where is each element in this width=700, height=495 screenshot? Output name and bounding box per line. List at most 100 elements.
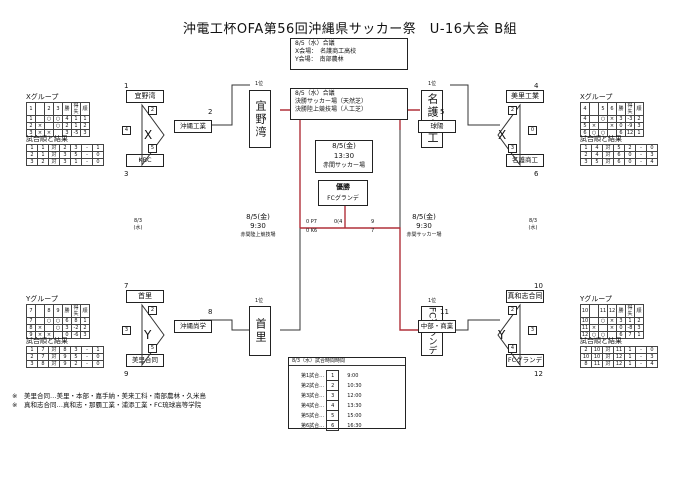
- standings-cell: 4: [580, 102, 590, 116]
- score-box: 2: [148, 306, 157, 315]
- score-box: 4: [508, 344, 517, 353]
- standings-cell: ×: [35, 122, 45, 130]
- schedule-row: 第5試合… 5 15:00: [299, 410, 364, 421]
- rest-date-right: 8/3 (水): [528, 218, 538, 231]
- semifinal-left-date: 8/5(金): [246, 213, 270, 221]
- standings-cell: 2: [634, 115, 644, 123]
- standings-cell: 3: [53, 102, 63, 116]
- team-box: 真和志合同: [506, 290, 544, 303]
- result-cell: 10: [580, 353, 592, 361]
- result-cell: 3: [70, 346, 82, 354]
- schedule-time: 13:30: [347, 402, 362, 409]
- result-cell: -: [635, 346, 647, 354]
- team-box: 名護商工: [506, 154, 544, 167]
- schedule-number: 2: [326, 380, 340, 391]
- standings-cell: -2: [71, 324, 81, 332]
- standings-cell: [589, 317, 599, 325]
- schedule-number: 3: [326, 390, 340, 401]
- result-cell: 5: [613, 144, 625, 152]
- standings-cell: ×: [607, 115, 617, 123]
- group-label: Yグループ: [580, 295, 612, 303]
- standings-cell: 8: [26, 324, 36, 332]
- result-cell: -: [635, 360, 647, 368]
- result-cell: 2: [624, 144, 636, 152]
- rest-date-left: 8/3 (水): [133, 218, 143, 231]
- result-cell: 1: [37, 144, 49, 152]
- schedule-time: 15:00: [347, 412, 362, 419]
- group-letter: X: [144, 128, 153, 142]
- result-cell: 2: [26, 151, 38, 159]
- standings-cell: 1: [26, 102, 36, 116]
- standings-cell: 1: [26, 115, 36, 123]
- score-box: 3: [528, 326, 537, 335]
- team-number: 10: [534, 282, 543, 290]
- semifinal-right-time: 9:30: [416, 222, 432, 230]
- score-box: 4: [122, 126, 131, 135]
- finalist-top-left: 宜野湾: [249, 90, 271, 148]
- team-box: 美里工業: [506, 90, 544, 103]
- result-cell: 4: [591, 144, 603, 152]
- standings-cell: 2: [62, 122, 72, 130]
- standings-cell: 8: [71, 317, 81, 325]
- schedule-number: 1: [326, 370, 340, 381]
- group-letter: Y: [144, 328, 152, 342]
- result-cell: -: [635, 144, 647, 152]
- standings-cell: ○: [598, 317, 608, 325]
- result-cell: 11: [591, 360, 603, 368]
- semifinal-right-date: 8/5(金): [412, 213, 436, 221]
- result-cell: -: [81, 144, 93, 152]
- schedule-row: 第4試合… 4 13:30: [299, 400, 364, 411]
- standings-cell: ×: [607, 324, 617, 332]
- result-cell: 4: [646, 158, 658, 166]
- result-cell: 2: [580, 151, 592, 159]
- page-title: 沖電工杯OFA第56回沖縄県サッカー祭 U-16大会 B組: [182, 22, 518, 37]
- schedule-row: 第2試合… 2 10:30: [299, 380, 364, 391]
- standings-cell: 3: [80, 129, 90, 137]
- result-cell: -: [81, 346, 93, 354]
- result-cell: 10: [591, 346, 603, 354]
- standings-cell: [35, 304, 45, 318]
- result-cell: 1: [26, 346, 38, 354]
- standings-cell: [598, 324, 608, 332]
- standings-cell: 勝: [616, 102, 626, 116]
- result-cell: 対: [602, 346, 614, 354]
- final-date: 8/5(金): [332, 142, 356, 150]
- group-label: Xグループ: [580, 93, 613, 101]
- standings-cell: 12: [607, 304, 617, 318]
- team-number: 5: [440, 108, 445, 116]
- standings-cell: 6: [607, 102, 617, 116]
- result-cell: 2: [580, 346, 592, 354]
- standings-cell: ○: [53, 317, 63, 325]
- standings-cell: 0: [616, 324, 626, 332]
- standings-cell: 得失: [625, 102, 635, 116]
- result-cell: 11: [613, 346, 625, 354]
- standings-cell: 得失: [71, 304, 81, 318]
- result-cell: 0: [92, 158, 104, 166]
- group-letter: X: [498, 128, 507, 142]
- venue-info-row: X会場： 名護商工高校: [295, 48, 357, 55]
- standings-cell: 順: [634, 304, 644, 318]
- score-box: 0: [528, 126, 537, 135]
- result-cell: 0: [646, 144, 658, 152]
- final-time: 13:30: [333, 152, 355, 160]
- result-cell: 9: [59, 353, 71, 361]
- final-score-left: 0 P7: [306, 219, 317, 225]
- schedule-label: 第6試合…: [301, 423, 325, 429]
- score-box: 2: [508, 306, 517, 315]
- result-cell: 対: [48, 151, 60, 159]
- schedule-header: 8/3（水）試合時間時間: [289, 358, 405, 366]
- standings-cell: 1: [625, 317, 635, 325]
- standings-cell: [35, 317, 45, 325]
- result-cell: 3: [59, 151, 71, 159]
- standings-cell: 1: [71, 122, 81, 130]
- results-label: 試合順と結果: [580, 135, 622, 143]
- standings-cell: 順: [80, 304, 90, 318]
- finalist-rank: 1位: [428, 81, 437, 87]
